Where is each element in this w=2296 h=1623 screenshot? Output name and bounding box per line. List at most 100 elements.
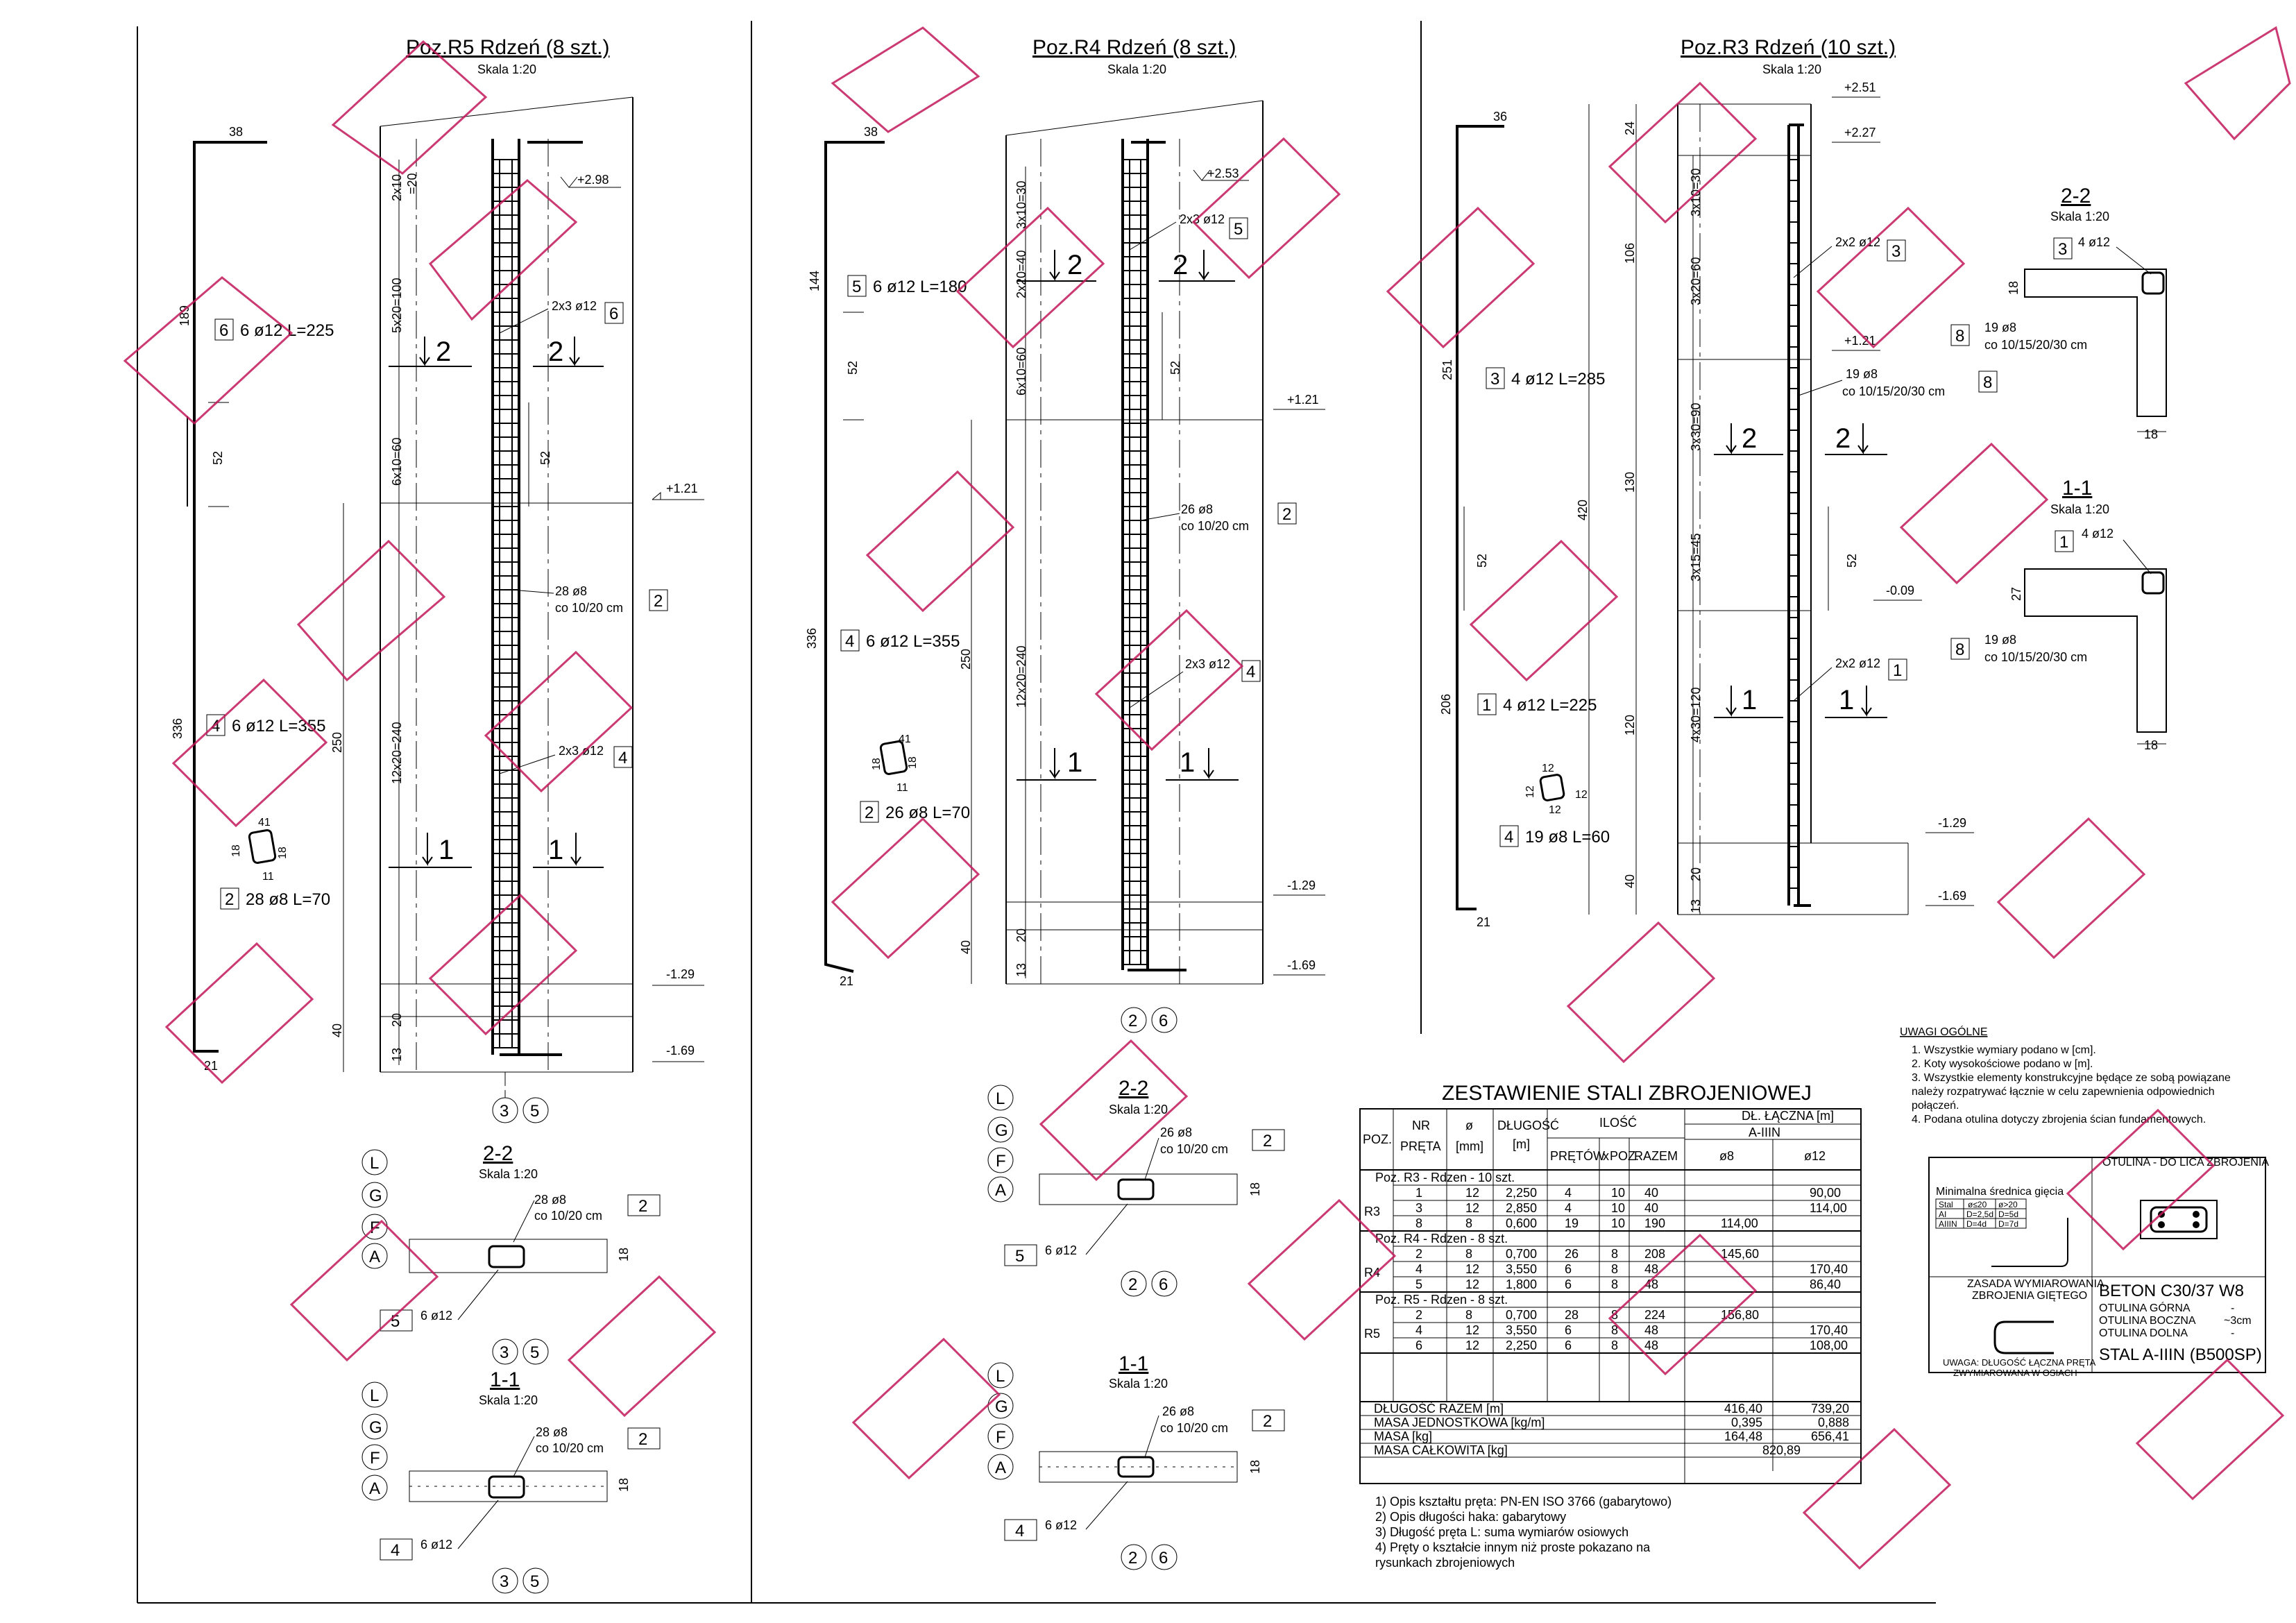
r5-11-axis-bubbles: L G F A bbox=[362, 1382, 388, 1501]
svg-text:co 10/20 cm: co 10/20 cm bbox=[555, 601, 623, 615]
svg-text:12: 12 bbox=[1524, 785, 1536, 798]
svg-text:x: x bbox=[1603, 1149, 1609, 1163]
r4-levels: +2.53 +1.21 -1.29 -1.69 bbox=[1193, 167, 1325, 976]
table-cell: 12 bbox=[1465, 1323, 1479, 1337]
svg-text:8: 8 bbox=[1983, 373, 1992, 392]
svg-text:26 ø8: 26 ø8 bbox=[1160, 1125, 1192, 1139]
r3-scale: Skala 1:20 bbox=[1762, 62, 1821, 76]
svg-text:0,888: 0,888 bbox=[1818, 1416, 1849, 1429]
svg-text:1: 1 bbox=[2059, 533, 2068, 552]
svg-text:-1.69: -1.69 bbox=[1938, 889, 1966, 903]
svg-text:13: 13 bbox=[1014, 963, 1028, 977]
svg-text:1: 1 bbox=[1067, 747, 1082, 778]
svg-text:2. Koty wysokościowe podano w: 2. Koty wysokościowe podano w [m]. bbox=[1912, 1058, 2093, 1070]
r3-ties bbox=[1789, 159, 1798, 889]
table-cell: 6 bbox=[1565, 1262, 1572, 1276]
r4-22-axis-bubbles: L G F A bbox=[987, 1085, 1014, 1203]
table-cell: 156,80 bbox=[1721, 1308, 1759, 1322]
svg-text:4 ø12 L=225: 4 ø12 L=225 bbox=[1503, 696, 1597, 715]
svg-text:co 10/15/20/30 cm: co 10/15/20/30 cm bbox=[1842, 384, 1945, 398]
svg-text:[m]: [m] bbox=[1513, 1137, 1530, 1151]
r3-column-dims: 3x10=30 3x20=60 3x30=90 3x15=45 4x30=120… bbox=[1576, 104, 1859, 915]
table-group-code: R5 bbox=[1364, 1327, 1380, 1341]
svg-text:28 ø8: 28 ø8 bbox=[555, 584, 587, 598]
table-cell: 0,700 bbox=[1506, 1247, 1537, 1261]
r4-bar5-label: 5 6 ø12 L=180 bbox=[847, 275, 967, 297]
svg-text:18: 18 bbox=[277, 847, 289, 859]
table-cell: 8 bbox=[1611, 1277, 1618, 1291]
r4-section-1-1: 1-1 Skala 1:20 L G F A 26 ø8 co 10/20 cm… bbox=[987, 1352, 1285, 1570]
svg-text:6 ø12 L=355: 6 ø12 L=355 bbox=[232, 717, 325, 736]
svg-text:NR: NR bbox=[1412, 1119, 1430, 1132]
svg-text:OTULINA DOLNA: OTULINA DOLNA bbox=[2099, 1327, 2188, 1339]
table-cell: 2,250 bbox=[1506, 1186, 1537, 1200]
svg-text:2x10: 2x10 bbox=[390, 174, 404, 201]
svg-text:420: 420 bbox=[1576, 500, 1590, 520]
table-cell: 145,60 bbox=[1721, 1247, 1759, 1261]
table-cell: 0,700 bbox=[1506, 1308, 1537, 1322]
svg-text:L: L bbox=[370, 1154, 379, 1173]
table-group-label: Poz. R3 - Rdzen - 10 szt. bbox=[1375, 1171, 1515, 1184]
svg-text:3: 3 bbox=[500, 1572, 509, 1591]
r3-section-1-1: 1-1 Skala 1:20 1 4 ø12 8 19 ø8 co 10/15/… bbox=[1950, 477, 2167, 752]
svg-text:DŁUGOŚĆ: DŁUGOŚĆ bbox=[1497, 1118, 1559, 1132]
r4-ties bbox=[1123, 159, 1148, 965]
table-cell: 48 bbox=[1644, 1339, 1658, 1352]
svg-text:250: 250 bbox=[959, 649, 973, 670]
svg-text:36: 36 bbox=[1493, 110, 1507, 124]
steel-table-summary: DŁUGOŚĆ RAZEM [m] 416,40 739,20 MASA JED… bbox=[1360, 1401, 1861, 1458]
svg-text:52: 52 bbox=[1475, 554, 1489, 568]
r5-bar4-label: 4 6 ø12 L=355 bbox=[206, 714, 325, 736]
svg-text:164,48: 164,48 bbox=[1724, 1429, 1762, 1443]
svg-text:ILOŚĆ: ILOŚĆ bbox=[1599, 1115, 1637, 1130]
svg-text:40: 40 bbox=[959, 940, 973, 954]
r3-section-2-2: 2-2 Skala 1:20 3 4 ø12 8 19 ø8 co 10/15/… bbox=[1950, 185, 2167, 441]
r5-levels: +2.98 +1.21 -1.29 -1.69 bbox=[560, 173, 704, 1062]
table-cell: 2 bbox=[1415, 1308, 1422, 1322]
svg-text:co 10/15/20/30 cm: co 10/15/20/30 cm bbox=[1984, 338, 2087, 352]
svg-text:5: 5 bbox=[852, 278, 861, 296]
svg-text:+2.53: +2.53 bbox=[1207, 167, 1239, 180]
svg-text:ZASADA WYMIAROWANIA: ZASADA WYMIAROWANIA bbox=[1967, 1278, 2104, 1290]
svg-text:6 ø12: 6 ø12 bbox=[1045, 1243, 1077, 1257]
svg-text:+1.21: +1.21 bbox=[1844, 334, 1876, 348]
svg-text:6x10=60: 6x10=60 bbox=[1014, 347, 1028, 396]
svg-text:6: 6 bbox=[1159, 1275, 1168, 1294]
dia-table: Stal ø≤20 ø>20 AI D=2,5d D=5d AIIIN D=4d… bbox=[1935, 1198, 2027, 1229]
svg-text:D=7d: D=7d bbox=[1998, 1219, 2018, 1229]
r3-stirrup-shape: 12 12 12 12 bbox=[1524, 763, 1588, 816]
svg-text:-1.69: -1.69 bbox=[666, 1044, 695, 1057]
svg-text:2x3 ø12: 2x3 ø12 bbox=[1180, 212, 1225, 226]
table-cell: 40 bbox=[1644, 1201, 1658, 1215]
svg-text:L: L bbox=[996, 1089, 1005, 1108]
r4-11-axis-bubbles: L G F A bbox=[987, 1362, 1014, 1480]
svg-text:PRĘTÓW: PRĘTÓW bbox=[1550, 1148, 1605, 1163]
r4-section-marks: 2 2 1 1 bbox=[1017, 250, 1239, 781]
svg-text:1: 1 bbox=[548, 835, 563, 865]
svg-text:4 ø12 L=285: 4 ø12 L=285 bbox=[1511, 370, 1605, 389]
table-cell: 1,800 bbox=[1506, 1277, 1537, 1291]
svg-text:2: 2 bbox=[1282, 505, 1291, 524]
svg-text:40: 40 bbox=[1623, 874, 1637, 888]
table-cell: 12 bbox=[1465, 1186, 1479, 1200]
svg-text:26 ø8: 26 ø8 bbox=[1162, 1404, 1194, 1418]
table-cell: 8 bbox=[1465, 1216, 1472, 1230]
svg-text:18: 18 bbox=[1248, 1182, 1262, 1196]
svg-text:co 10/20 cm: co 10/20 cm bbox=[1160, 1142, 1228, 1156]
r5-section-1-1: 1-1 Skala 1:20 L G F A 28 ø8 co 10/20 cm… bbox=[362, 1368, 661, 1594]
svg-text:52: 52 bbox=[538, 451, 552, 465]
r4-axis-bubbles: 2 6 bbox=[1121, 1007, 1177, 1033]
r4-callout-4: 2x3 ø12 4 bbox=[1129, 657, 1261, 708]
svg-text:+2.27: +2.27 bbox=[1844, 126, 1876, 139]
table-cell: 86,40 bbox=[1810, 1277, 1841, 1291]
svg-text:D=4d: D=4d bbox=[1966, 1219, 1987, 1229]
svg-text:4) Pręty o kształcie innym niż: 4) Pręty o kształcie innym niż proste po… bbox=[1375, 1540, 1651, 1554]
svg-text:ZESTAWIENIE STALI ZBROJENIOWEJ: ZESTAWIENIE STALI ZBROJENIOWEJ bbox=[1442, 1082, 1812, 1105]
table-cell: 4 bbox=[1565, 1186, 1572, 1200]
table-cell: 1 bbox=[1415, 1186, 1422, 1200]
r4-bar4-label: 4 6 ø12 L=355 bbox=[840, 629, 960, 652]
svg-text:3: 3 bbox=[2058, 240, 2067, 259]
svg-text:1: 1 bbox=[1839, 685, 1854, 715]
svg-text:-: - bbox=[2231, 1302, 2234, 1314]
svg-text:F: F bbox=[996, 1152, 1006, 1171]
